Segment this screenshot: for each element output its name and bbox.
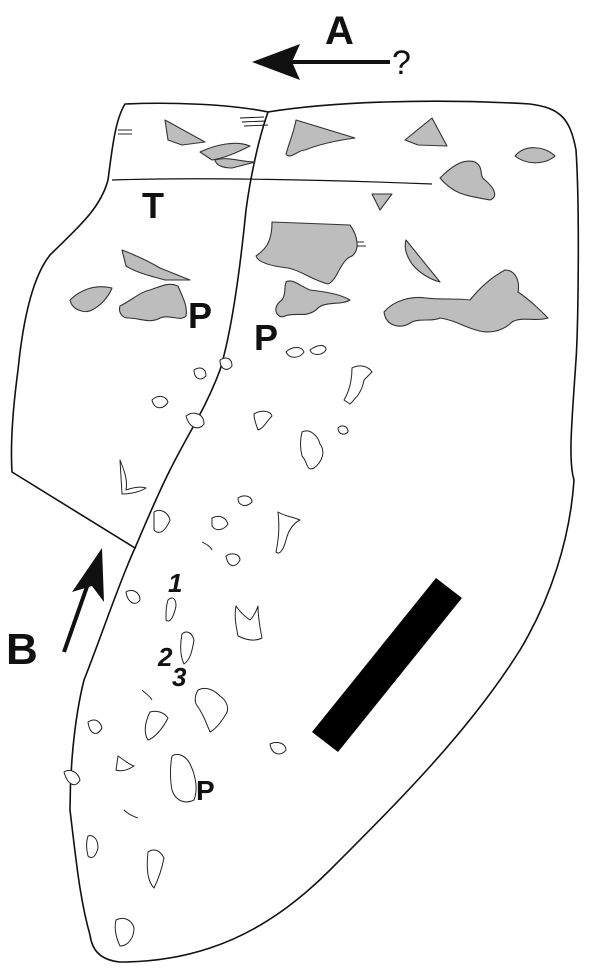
label-2: 2 bbox=[157, 642, 173, 672]
arrow-b bbox=[64, 548, 104, 652]
arrow-a-label: A bbox=[325, 9, 354, 53]
label-1: 1 bbox=[168, 568, 182, 598]
label-p-right: P bbox=[254, 317, 278, 358]
label-t: T bbox=[142, 185, 164, 226]
label-3: 3 bbox=[172, 662, 187, 692]
arrow-b-label: B bbox=[6, 625, 38, 674]
label-p-bottom: P bbox=[196, 775, 215, 806]
arrow-a bbox=[252, 44, 390, 80]
arrow-a-query: ? bbox=[392, 44, 411, 82]
label-p-left: P bbox=[188, 295, 212, 336]
